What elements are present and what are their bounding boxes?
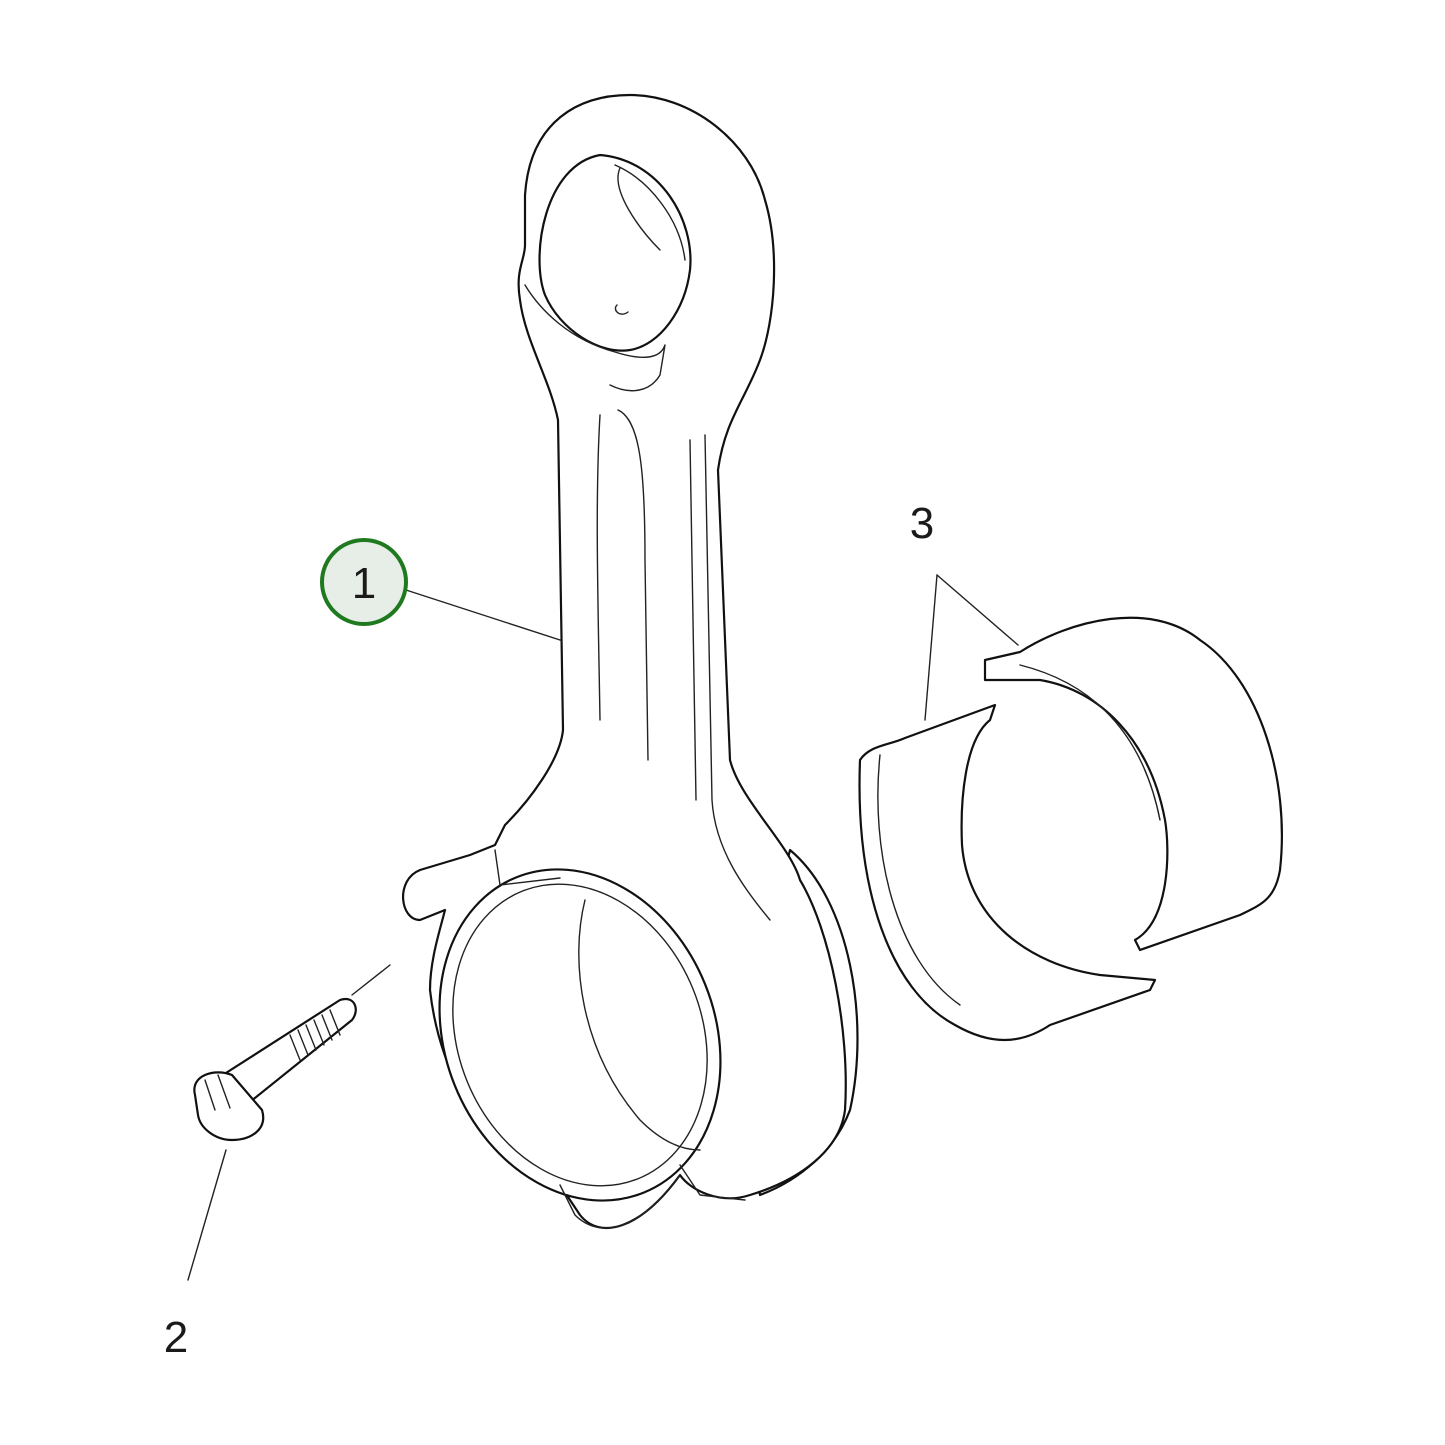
callout-1-highlight-ring	[320, 538, 408, 626]
connecting-rod[interactable]	[391, 93, 859, 1243]
callout-1-number: 1	[352, 559, 376, 608]
callout-2-number[interactable]: 2	[164, 1313, 188, 1362]
cap-bolt[interactable]	[193, 964, 391, 1142]
leader-lines	[187, 574, 1019, 1281]
bearing-shells[interactable]	[858, 616, 1283, 1041]
callout-3-number[interactable]: 3	[910, 499, 934, 548]
callout-1[interactable]: 1	[320, 538, 408, 626]
